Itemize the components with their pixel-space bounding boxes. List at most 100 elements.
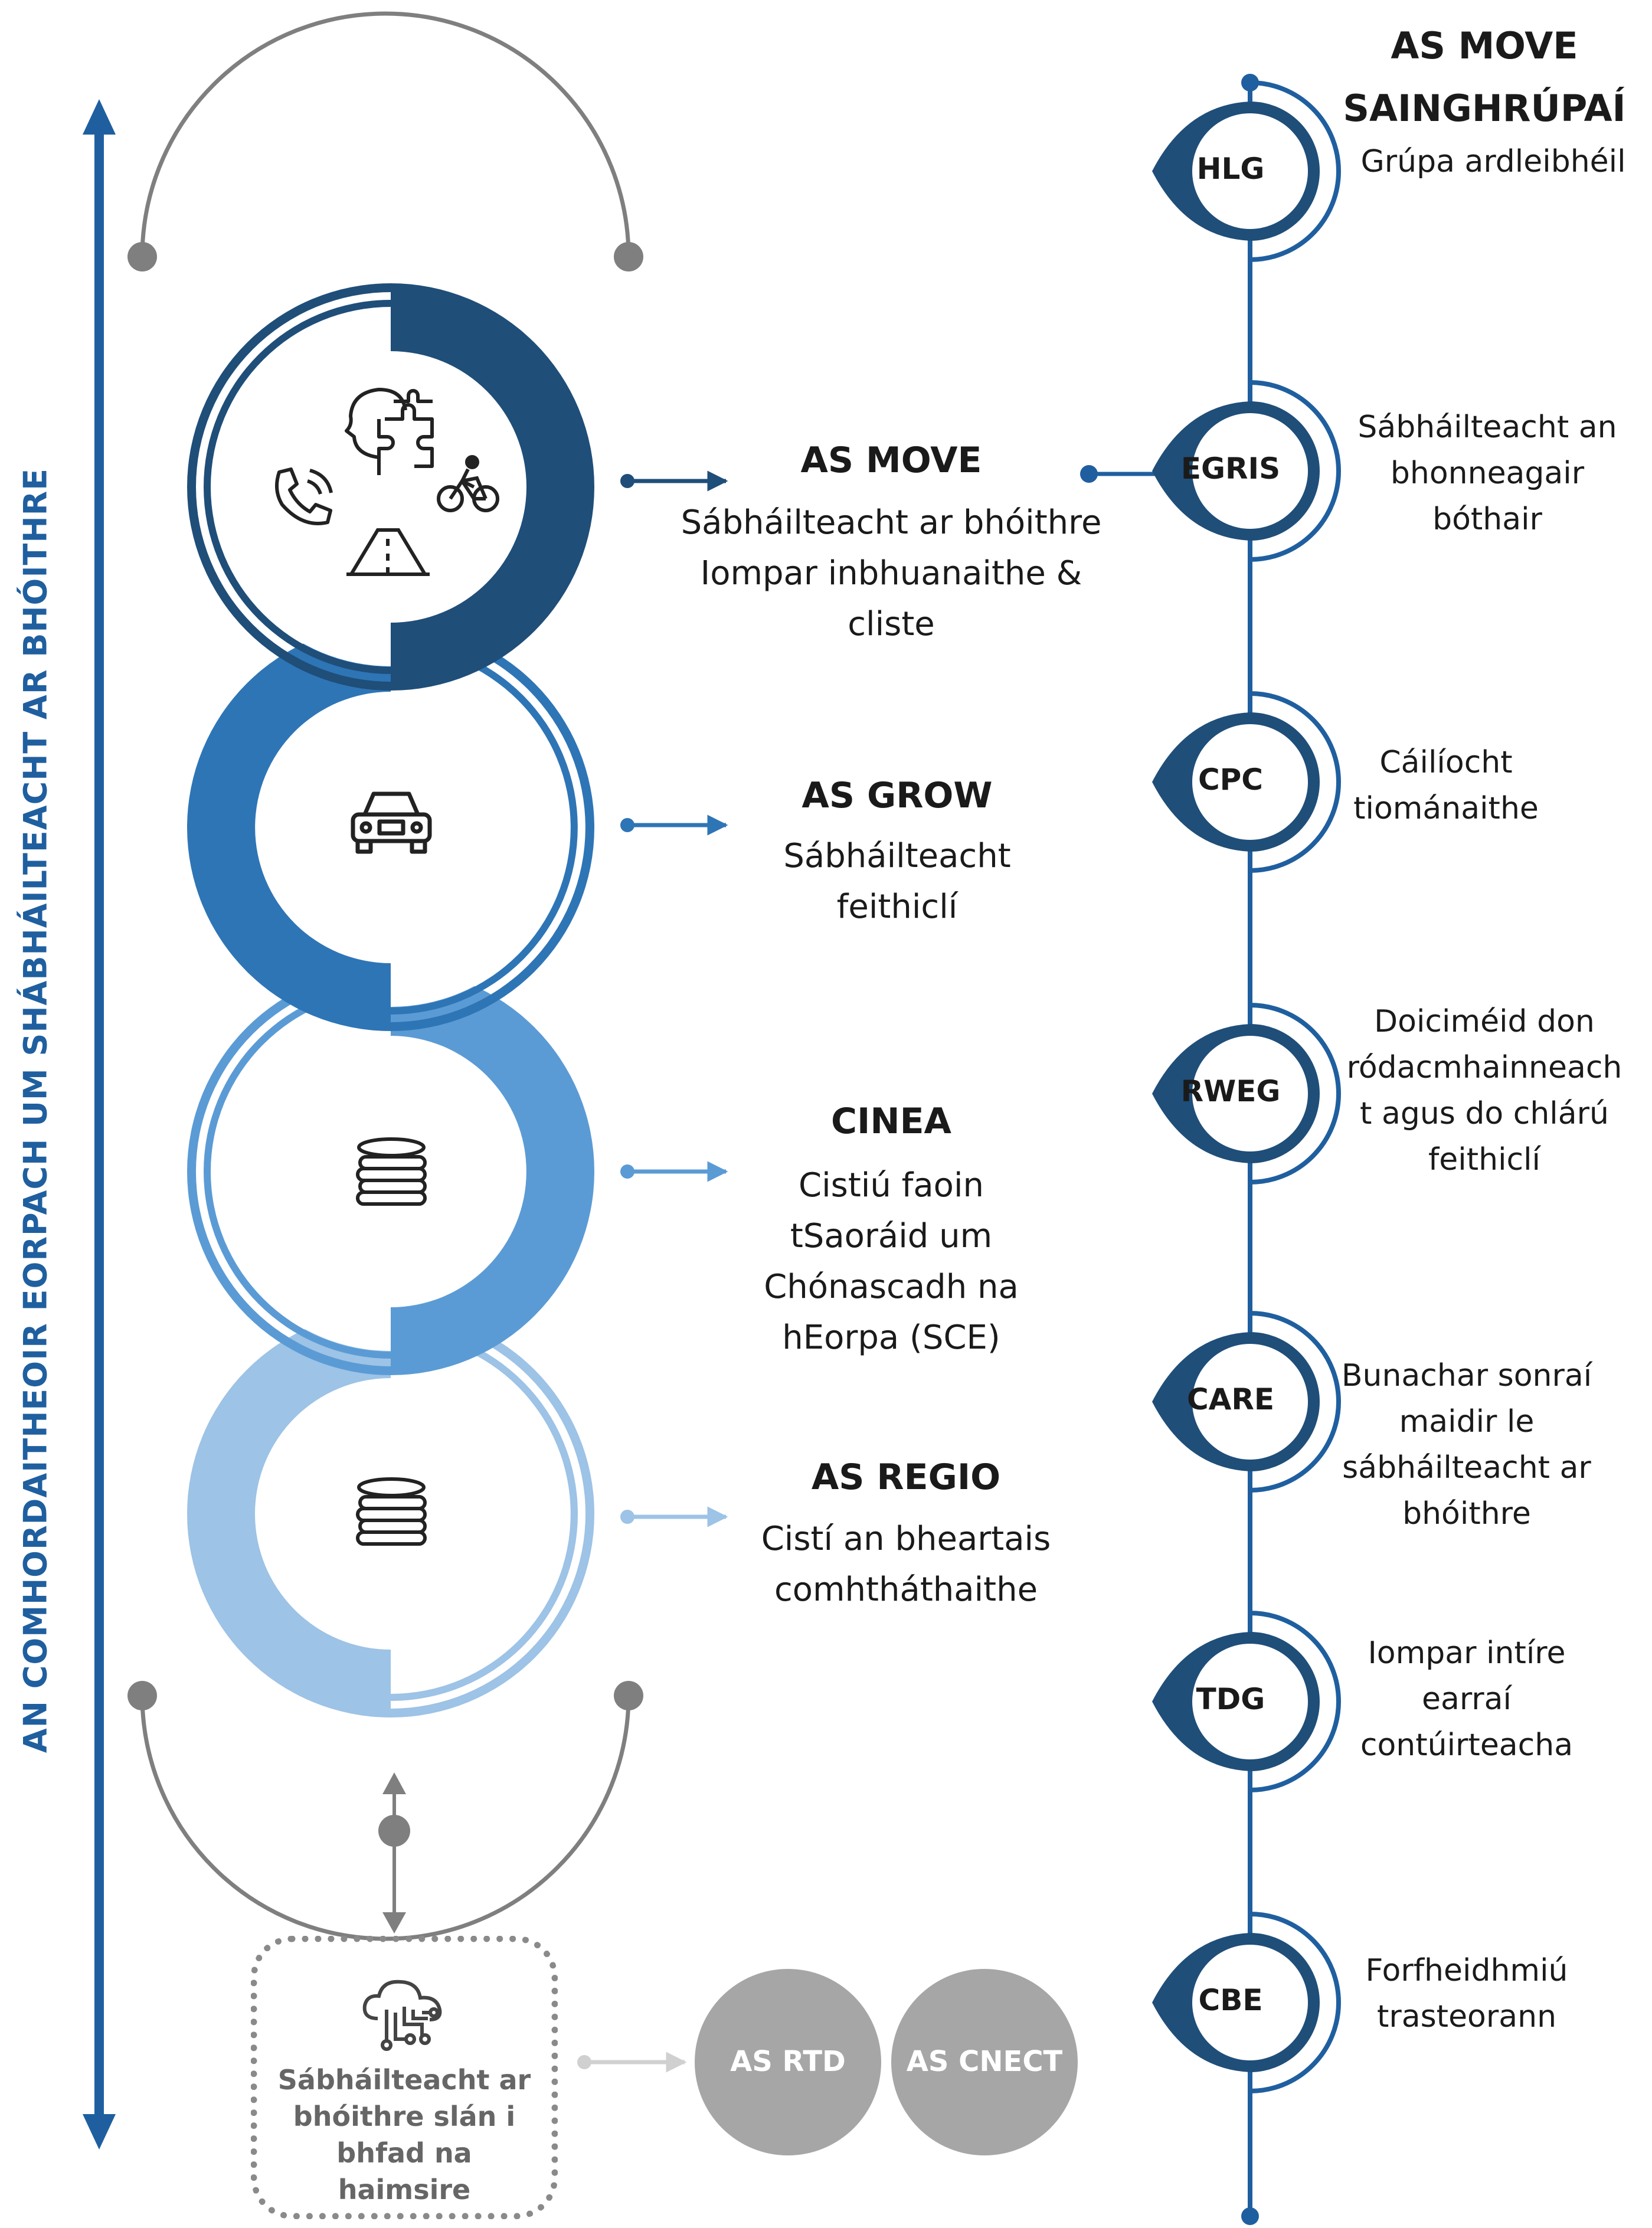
group-text-hlg: Grúpa ardleibhéil	[1346, 139, 1641, 185]
head-puzzle-icon	[345, 388, 434, 475]
coins-icon	[356, 1137, 427, 1206]
group-line: Forfheidhmiú	[1365, 1953, 1568, 1988]
group-line: feithiclí	[1428, 1142, 1541, 1177]
group-line: maidir le	[1399, 1404, 1535, 1439]
group-line: trasteorann	[1376, 1999, 1557, 2034]
node-ring	[1187, 408, 1313, 534]
move-connector-dot	[1080, 465, 1098, 483]
timeline-node-tdg	[1152, 1611, 1341, 1792]
directorate-line: Iompar inbhuanaithe &	[700, 554, 1082, 593]
ring-1	[187, 283, 594, 691]
long-term-line: haimsire	[338, 2174, 471, 2206]
directorate-heading-cinea: CINEA	[831, 1101, 951, 1142]
car-icon	[351, 791, 432, 854]
directorate-heading-grow: AS GROW	[802, 775, 993, 816]
node-code-tdg: TDG	[1196, 1682, 1265, 1716]
node-outer-arc	[1249, 80, 1341, 262]
long-term-line: Sábháilteacht ar	[277, 2064, 531, 2096]
directorate-text-move: Sábháilteacht ar bhóithre Iompar inbhuan…	[626, 498, 1157, 650]
node-outer-arc	[1249, 1611, 1341, 1792]
partner-bubbles	[577, 1969, 1078, 2155]
coins-icon	[356, 1477, 427, 1546]
node-ring	[1187, 1339, 1313, 1465]
expert-group-timeline	[1080, 74, 1341, 2225]
node-code-rweg: RWEG	[1180, 1074, 1281, 1108]
ring-gap	[211, 992, 391, 1351]
timeline-node-rweg	[1152, 1003, 1341, 1185]
ring-thick-half	[391, 968, 594, 1375]
partner-label-rtd: AS RTD	[730, 2045, 846, 2078]
group-line: sábháilteacht ar	[1342, 1450, 1591, 1486]
node-center	[1192, 1344, 1308, 1460]
directorate-line: Sábháilteacht ar bhóithre	[681, 503, 1102, 542]
directorate-arrows	[620, 470, 728, 1527]
partner-label-cnect: AS CNECT	[906, 2045, 1063, 2078]
node-ring	[1187, 719, 1313, 845]
node-outer-arc	[1249, 1912, 1341, 2093]
node-center	[1192, 1036, 1308, 1151]
directorate-line: tSaoráid um	[790, 1217, 993, 1255]
ring-gap	[391, 648, 570, 1007]
node-outer-arc	[1249, 380, 1341, 562]
directorate-heading-regio: AS REGIO	[811, 1457, 1001, 1498]
group-line: tiománaithe	[1353, 791, 1539, 826]
node-outer-arc	[1249, 1311, 1341, 1493]
group-line: t agus do chlárú	[1360, 1096, 1609, 1131]
group-text-care: Bunachar sonraí maidir le sábháilteacht …	[1319, 1353, 1614, 1537]
group-text-tdg: Iompar intíre earraí contúirteacha	[1319, 1630, 1614, 1768]
road-icon	[346, 528, 430, 576]
directorate-line: cliste	[848, 605, 935, 643]
group-line: Iompar intíre	[1368, 1635, 1566, 1671]
group-text-cpc: Cáilíocht tiománaithe	[1298, 740, 1594, 832]
cloud-circuit-icon	[362, 1980, 442, 2051]
directorate-line: feithiclí	[836, 888, 958, 926]
directorate-line: Cistí an bheartais	[761, 1520, 1051, 1558]
directorate-text-cinea: Cistiú faoin tSaoráid um Chónascadh na h…	[626, 1160, 1157, 1363]
group-text-cbe: Forfheidhmiú trasteorann	[1319, 1948, 1614, 2040]
ring-gap	[391, 1334, 570, 1693]
group-line: earraí	[1421, 1681, 1512, 1717]
top-bracket	[127, 11, 643, 271]
expert-groups-heading-line: AS MOVE	[1391, 24, 1578, 67]
group-line: bhonneagair	[1390, 456, 1585, 491]
directorate-heading-move: AS MOVE	[800, 440, 982, 481]
directorate-line: hEorpa (SCE)	[782, 1319, 1000, 1357]
timeline-node-cbe	[1152, 1912, 1341, 2093]
timeline-node-cpc	[1152, 691, 1341, 873]
node-center	[1192, 113, 1308, 229]
node-center	[1192, 724, 1308, 840]
node-code-egris: EGRIS	[1180, 452, 1281, 486]
directorate-text-grow: Sábháilteacht feithiclí	[632, 831, 1163, 933]
node-code-care: CARE	[1186, 1382, 1275, 1416]
ring-thick-half	[187, 1310, 391, 1717]
node-ring	[1187, 108, 1313, 234]
group-line: ródacmhainneach	[1346, 1050, 1622, 1085]
directorate-text-regio: Cistí an bheartais comhtháthaithe	[640, 1514, 1172, 1615]
node-center	[1192, 1945, 1308, 2060]
bottom-bracket	[127, 1681, 643, 1941]
directorate-line: comhtháthaithe	[774, 1571, 1038, 1609]
group-line: bhóithre	[1402, 1496, 1531, 1532]
node-code-hlg: HLG	[1196, 152, 1265, 186]
group-line: contúirteacha	[1360, 1728, 1574, 1763]
cyclist-icon	[437, 455, 499, 512]
node-center	[1192, 1644, 1308, 1759]
node-ring	[1187, 1638, 1313, 1765]
group-line: Doiciméid don	[1374, 1004, 1595, 1039]
partner-bubble-cnect	[891, 1969, 1078, 2155]
coordinator-axis	[83, 99, 116, 2150]
ring-center	[256, 352, 525, 621]
long-term-text: Sábháilteacht ar bhóithre slán i bhfad n…	[254, 2062, 555, 2208]
ring-gap	[211, 307, 391, 666]
group-line: Bunachar sonraí	[1341, 1358, 1592, 1393]
timeline-node-egris	[1152, 380, 1341, 562]
timeline-node-care	[1152, 1311, 1341, 1493]
node-ring	[1187, 1030, 1313, 1157]
long-term-box	[251, 1936, 558, 2219]
node-code-cbe: CBE	[1198, 1983, 1263, 2017]
directorate-line: Chónascadh na	[764, 1268, 1019, 1306]
expert-groups-heading: AS MOVE SAINGHRÚPAÍ	[1307, 15, 1652, 140]
ring-center	[256, 693, 525, 962]
group-line: Grúpa ardleibhéil	[1360, 144, 1626, 179]
long-term-line: bhóithre slán i	[293, 2101, 516, 2132]
